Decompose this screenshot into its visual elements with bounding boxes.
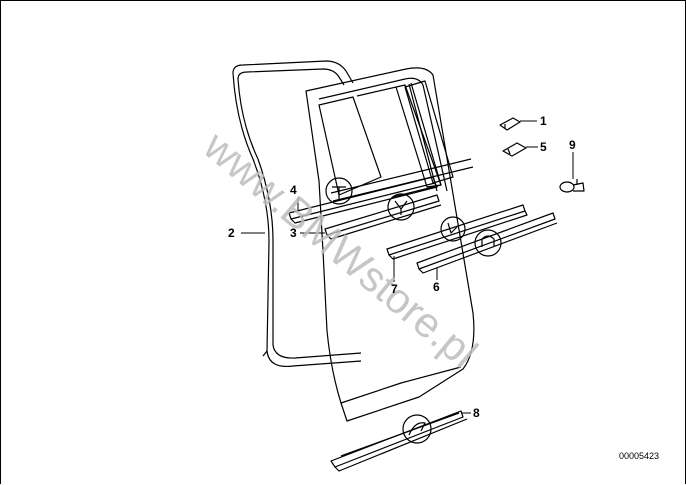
- part-label-4: 4: [290, 183, 297, 197]
- clip-part-5[interactable]: [502, 142, 527, 157]
- expanding-rivet-part-9[interactable]: [559, 179, 585, 193]
- part-label-9: 9: [569, 138, 576, 152]
- clip-part-1[interactable]: [499, 117, 521, 131]
- diagram-code: 00005423: [619, 451, 659, 461]
- window-channel-strip-inner[interactable]: [288, 176, 438, 224]
- window-shaft-seal-inner[interactable]: [386, 204, 528, 260]
- part-label-2: 2: [228, 226, 235, 240]
- part-label-3: 3: [290, 226, 297, 240]
- watermark-text: www.BMWstore.pl: [194, 121, 486, 377]
- part-label-7: 7: [391, 282, 398, 296]
- part-label-6: 6: [433, 280, 440, 294]
- window-shaft-seal-outer[interactable]: [416, 212, 558, 274]
- door-seal-gasket[interactable]: [232, 60, 362, 368]
- lower-door-trim-strip[interactable]: [330, 410, 468, 472]
- detail-callout-clips: [325, 177, 502, 444]
- part-label-5: 5: [540, 140, 547, 154]
- part-label-8: 8: [473, 406, 480, 420]
- part-label-1: 1: [540, 114, 547, 128]
- leader-lines: [241, 120, 574, 414]
